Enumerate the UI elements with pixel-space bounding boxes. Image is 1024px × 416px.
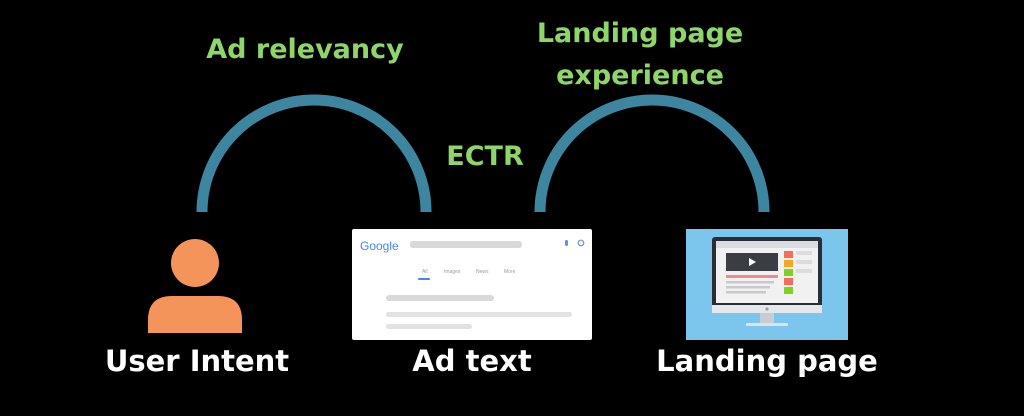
landing-experience-label-line2: experience	[556, 60, 724, 91]
search-box-icons	[565, 239, 585, 247]
landing-experience-label-line1: Landing page	[536, 18, 744, 49]
search-box-bar	[410, 241, 522, 248]
ad-relevancy-label: Ad relevancy	[206, 34, 404, 65]
ad-text-label: Ad text	[412, 344, 532, 378]
result-title-bar	[386, 295, 494, 301]
active-tab-underline	[418, 278, 430, 280]
google-search-results: Google All Images News More	[352, 229, 592, 340]
monitor-icon	[712, 237, 822, 326]
tab-images: Images	[444, 269, 461, 275]
tab-all: All	[422, 269, 428, 275]
result-line-bar	[386, 312, 572, 317]
arc-ad-to-landing	[534, 94, 770, 213]
google-logo-text: Google	[360, 239, 399, 253]
landing-page-illustration	[686, 229, 848, 340]
play-icon	[749, 258, 756, 266]
search-icon	[577, 239, 585, 247]
google-logo: Google	[360, 239, 399, 253]
result-line-bar	[386, 324, 472, 329]
landing-page-label: Landing page	[656, 344, 878, 378]
ectr-label: ECTR	[446, 141, 524, 172]
tab-news: News	[476, 269, 489, 275]
arc-user-to-ad	[196, 94, 432, 213]
user-intent-label: User Intent	[104, 344, 290, 378]
microphone-icon	[565, 240, 568, 246]
user-icon	[148, 239, 242, 333]
tab-more: More	[504, 269, 516, 275]
